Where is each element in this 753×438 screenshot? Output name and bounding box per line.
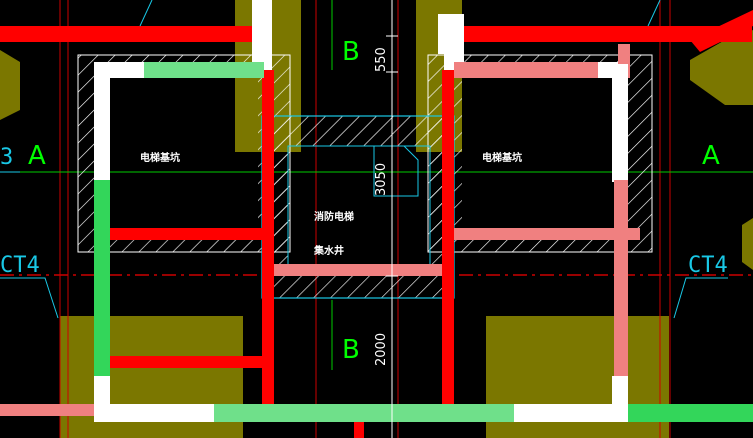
olive-shape-right-mid (742, 218, 753, 270)
label-ct4-left: CT4 (0, 253, 40, 278)
label-pit-left: 电梯基坑 (140, 151, 180, 164)
sump-inner-outline (287, 145, 431, 271)
annotation-lines (0, 0, 728, 319)
beam-pink-right-vertical (614, 180, 628, 380)
hatch-sump-frame (262, 116, 454, 298)
leader-3050-box (373, 145, 419, 197)
beam-green-bottom-right (624, 404, 753, 422)
label-pit-right: 电梯基坑 (482, 151, 522, 164)
beam-red-diagonal-right (690, 10, 753, 52)
beam-pink-sump-bottom (274, 264, 442, 276)
axis-label-a-right: A (702, 141, 720, 171)
axis-label-a-left: A (28, 141, 46, 171)
label-ct4-right: CT4 (688, 253, 728, 278)
beam-red-horizontal-lower-left (104, 356, 262, 368)
beam-red-top-right (462, 26, 752, 42)
olive-shape-right-top (690, 30, 753, 105)
dim-label-2000: 2000 (374, 333, 389, 366)
leader-ct4-right (673, 277, 728, 319)
beam-green-top-left (128, 62, 264, 78)
axis-label-b-top: B (342, 37, 360, 67)
beam-pink-top-right (454, 62, 630, 78)
beam-red-horizontal-left (104, 228, 262, 240)
beam-white-bottom-right (514, 404, 628, 422)
beam-pink-right-top-stub (618, 44, 630, 64)
beam-green-bottom (214, 404, 518, 422)
leader-ct4-left (0, 277, 59, 319)
beam-pink-horizontal-right (454, 228, 640, 240)
beam-red-top-left (0, 26, 258, 42)
axis-label-3-left: 3 (0, 145, 13, 170)
axis-label-b-bottom: B (342, 335, 360, 365)
labels: B B A A 3 CT4 CT4 550 3050 2000 电梯基坑 电梯基… (0, 37, 728, 366)
dimension-lines (386, 0, 398, 438)
leader-top-left (139, 0, 153, 27)
beam-white-bottom-left (94, 404, 218, 422)
beam-white-top-left (252, 0, 272, 70)
beam-white-right-vertical (612, 62, 628, 182)
pit-right-outline (427, 54, 653, 253)
beam-red-vertical-left (262, 70, 274, 412)
dim-label-3050: 3050 (374, 163, 389, 196)
label-sump-line1: 消防电梯 (314, 210, 354, 223)
beam-white-left-vertical (94, 62, 110, 182)
pit-left-outline (77, 54, 291, 253)
beam-pink-bottom-left-edge (0, 404, 94, 416)
dim-label-550: 550 (374, 47, 389, 72)
beam-red-vertical-right (442, 70, 454, 412)
olive-shape-left-edge (0, 50, 20, 120)
beam-white-top-right-cap (438, 14, 460, 54)
hatched-walls (77, 54, 653, 299)
leader-top-right (647, 0, 661, 27)
beam-green-left-vertical (94, 180, 110, 380)
beam-red-stub-bottom (354, 410, 364, 438)
label-sump-line2: 集水井 (313, 244, 344, 257)
beam-white-right-bottom (612, 376, 628, 422)
